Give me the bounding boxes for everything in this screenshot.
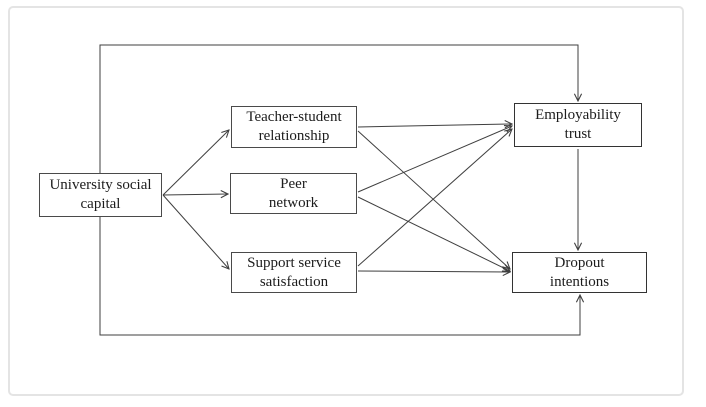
- node-employability-trust: Employability trust: [514, 103, 642, 147]
- node-label-line: University social: [49, 177, 152, 193]
- node-peer-network: Peer network: [230, 173, 357, 214]
- node-label-line: Teacher-student: [246, 109, 342, 125]
- node-teacher-student-relationship: Teacher-student relationship: [231, 106, 357, 148]
- node-label-line: Employability: [535, 107, 621, 123]
- node-label-line: relationship: [258, 128, 330, 144]
- node-dropout-intentions: Dropout intentions: [512, 252, 647, 293]
- node-label-line: Support service: [247, 254, 341, 271]
- node-label-line: Peer: [280, 175, 307, 192]
- node-university-social-capital: University social capital: [39, 173, 162, 217]
- node-label-line: intentions: [549, 273, 610, 290]
- node-label-line: satisfaction: [259, 273, 329, 290]
- node-support-service-satisfaction: Support service satisfaction: [231, 252, 357, 293]
- node-label-line: trust: [564, 126, 592, 142]
- node-label-line: capital: [80, 196, 121, 212]
- node-label-line: Dropout: [554, 254, 605, 271]
- node-label-line: network: [268, 194, 319, 211]
